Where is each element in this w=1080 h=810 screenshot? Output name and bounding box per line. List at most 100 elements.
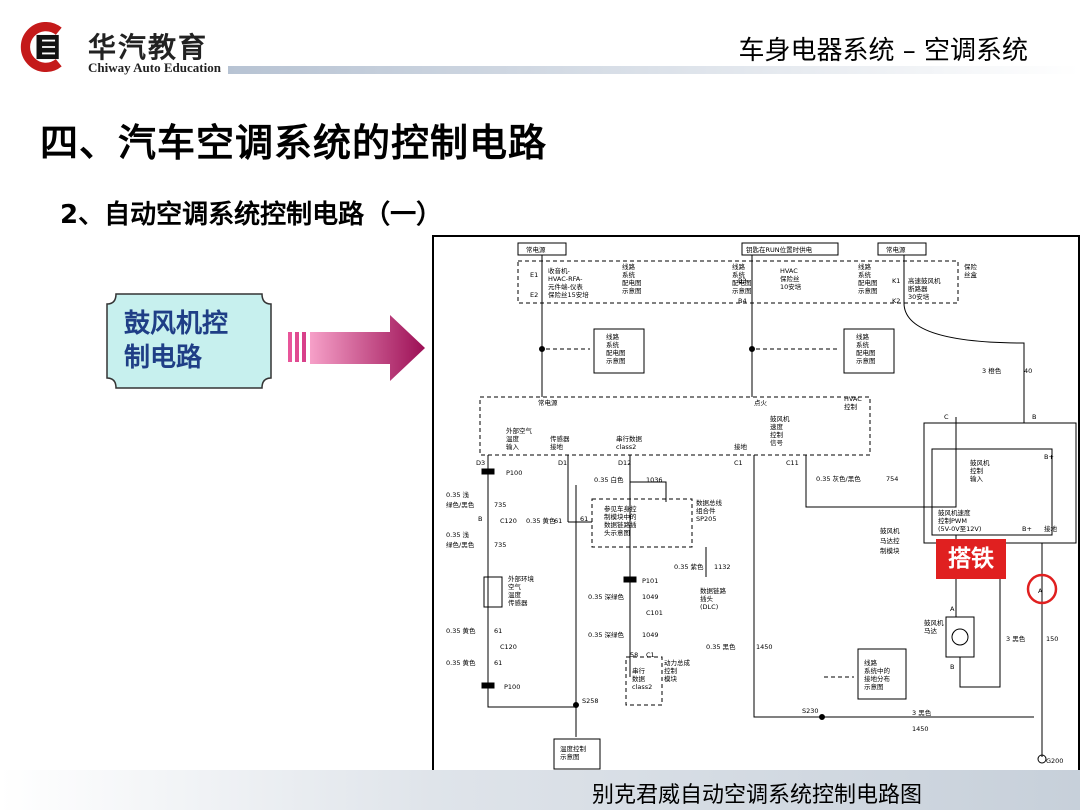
- ground-stamp: 搭铁: [936, 539, 1006, 579]
- svg-text:P100: P100: [506, 469, 522, 477]
- svg-text:系统中的: 系统中的: [864, 666, 891, 675]
- svg-text:0.35 黄色: 0.35 黄色: [446, 658, 476, 667]
- svg-text:系统: 系统: [732, 270, 746, 279]
- svg-text:K1: K1: [892, 277, 900, 285]
- svg-text:(5V-0V至12V): (5V-0V至12V): [938, 525, 981, 533]
- svg-text:马达控: 马达控: [880, 536, 900, 545]
- svg-text:C1: C1: [734, 459, 743, 467]
- svg-text:系统: 系统: [606, 340, 620, 349]
- blower-callout: 鼓风机控 制电路: [106, 293, 272, 389]
- chiway-logo-icon: [20, 22, 62, 72]
- svg-text:数据链路: 数据链路: [700, 586, 727, 595]
- svg-text:线路: 线路: [606, 332, 620, 341]
- svg-text:B: B: [950, 663, 954, 671]
- svg-text:控制: 控制: [770, 430, 784, 439]
- svg-text:B+: B+: [1022, 525, 1032, 533]
- svg-text:示意图: 示意图: [560, 752, 580, 761]
- svg-text:0.35 黄色: 0.35 黄色: [526, 516, 556, 525]
- svg-text:K2: K2: [892, 297, 900, 305]
- svg-text:控制: 控制: [970, 466, 984, 475]
- svg-text:配电图: 配电图: [732, 278, 752, 287]
- svg-text:动力总成: 动力总成: [664, 658, 691, 667]
- callout-line2: 制电路: [124, 343, 203, 373]
- svg-text:C1: C1: [646, 651, 655, 659]
- svg-text:串行数据: 串行数据: [616, 434, 643, 443]
- svg-text:P100: P100: [504, 683, 520, 691]
- svg-text:接地分布: 接地分布: [864, 674, 891, 683]
- svg-text:D3: D3: [476, 459, 485, 467]
- svg-text:数据: 数据: [632, 674, 646, 683]
- callout-frame: [106, 293, 272, 389]
- svg-text:0.35 浅: 0.35 浅: [446, 490, 470, 499]
- svg-text:传感器: 传感器: [550, 434, 570, 443]
- svg-text:示意图: 示意图: [864, 682, 884, 691]
- svg-text:1450: 1450: [912, 725, 929, 733]
- svg-text:C: C: [944, 413, 949, 421]
- svg-text:(DLC): (DLC): [700, 603, 718, 611]
- svg-text:1049: 1049: [642, 631, 659, 639]
- svg-text:S258: S258: [582, 697, 599, 705]
- svg-text:外部空气: 外部空气: [506, 426, 533, 435]
- svg-text:0.35 黄色: 0.35 黄色: [446, 626, 476, 635]
- svg-text:40: 40: [1024, 367, 1032, 375]
- svg-text:class2: class2: [616, 443, 636, 451]
- svg-text:0.35 深绿色: 0.35 深绿色: [588, 592, 625, 601]
- svg-text:线路: 线路: [858, 262, 872, 271]
- svg-text:P101: P101: [642, 577, 658, 585]
- svg-text:模块: 模块: [664, 674, 678, 683]
- pointer-arrow-icon: [288, 315, 425, 381]
- callout-line1: 鼓风机控: [124, 309, 229, 339]
- svg-text:输入: 输入: [506, 442, 520, 451]
- svg-text:1132: 1132: [714, 563, 731, 571]
- svg-text:鼓风机: 鼓风机: [970, 458, 990, 467]
- svg-text:制模块: 制模块: [880, 546, 900, 555]
- svg-text:E2: E2: [530, 291, 538, 299]
- svg-text:参见车身控: 参见车身控: [604, 504, 637, 513]
- svg-text:温度控制: 温度控制: [560, 744, 587, 753]
- footer-band: [0, 770, 1080, 810]
- svg-text:示意图: 示意图: [856, 356, 876, 365]
- svg-text:制模块中的: 制模块中的: [604, 512, 637, 521]
- svg-text:鼓风机: 鼓风机: [770, 414, 790, 423]
- logo-cn-text: 华汽教育: [88, 31, 209, 64]
- logo-en-text: Chiway Auto Education: [88, 60, 221, 75]
- svg-text:0.35 紫色: 0.35 紫色: [674, 562, 704, 571]
- svg-text:元件端-仪表: 元件端-仪表: [548, 282, 583, 291]
- svg-text:10安培: 10安培: [780, 282, 802, 291]
- svg-text:HVAC-RFA-: HVAC-RFA-: [548, 275, 583, 283]
- svg-text:鼓风机: 鼓风机: [880, 526, 900, 535]
- svg-text:C120: C120: [500, 643, 517, 651]
- svg-text:G200: G200: [1046, 757, 1063, 765]
- page-subtitle: 2、自动空调系统控制电路（一）: [60, 200, 443, 230]
- svg-text:1049: 1049: [642, 593, 659, 601]
- top-box-3-label: 常电源: [886, 245, 906, 254]
- svg-text:C120: C120: [500, 517, 517, 525]
- svg-text:754: 754: [886, 475, 898, 483]
- svg-text:线路: 线路: [622, 262, 636, 271]
- svg-text:E1: E1: [530, 271, 538, 279]
- header-title: 车身电器系统 – 空调系统: [738, 36, 1028, 66]
- svg-text:A: A: [1038, 587, 1043, 595]
- svg-text:马达: 马达: [924, 626, 938, 635]
- svg-text:735: 735: [494, 501, 506, 509]
- svg-text:30安培: 30安培: [908, 292, 930, 301]
- svg-text:鼓风机: 鼓风机: [924, 618, 944, 627]
- svg-text:点火: 点火: [754, 399, 768, 407]
- svg-text:D1: D1: [558, 459, 567, 467]
- svg-text:B: B: [478, 515, 482, 523]
- svg-text:断路器: 断路器: [908, 284, 928, 293]
- top-box-1-label: 常电源: [526, 245, 546, 254]
- svg-text:示意图: 示意图: [622, 286, 642, 295]
- svg-text:B3: B3: [738, 277, 747, 285]
- svg-text:SP205: SP205: [696, 515, 716, 523]
- svg-text:温度: 温度: [506, 434, 520, 443]
- svg-text:1036: 1036: [646, 476, 663, 484]
- svg-text:绿色/黑色: 绿色/黑色: [446, 540, 475, 549]
- svg-text:class2: class2: [632, 683, 652, 691]
- svg-text:735: 735: [494, 541, 506, 549]
- svg-text:0.35 深绿色: 0.35 深绿色: [588, 630, 625, 639]
- svg-text:传感器: 传感器: [508, 598, 528, 607]
- svg-text:控制PWM: 控制PWM: [938, 516, 967, 525]
